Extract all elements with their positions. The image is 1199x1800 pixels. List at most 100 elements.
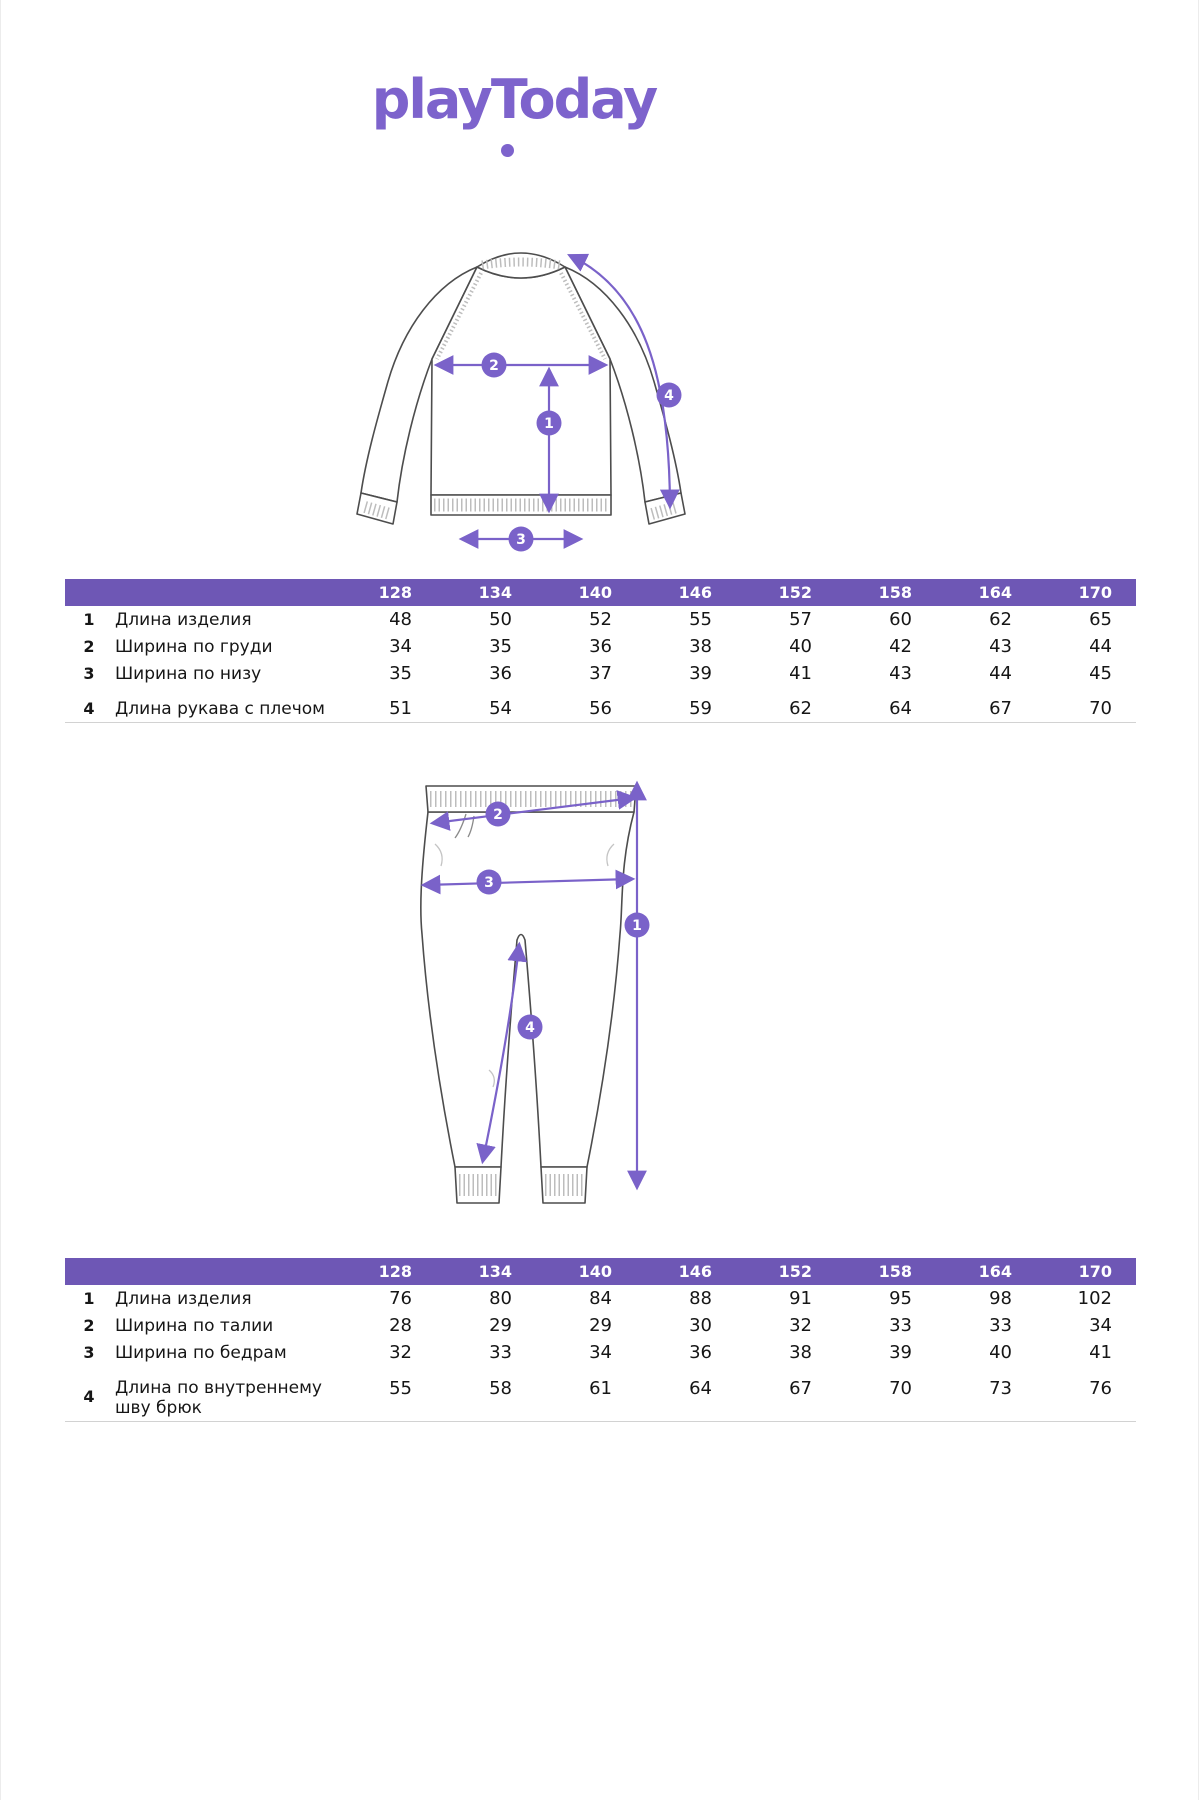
waist-width-arrow	[429, 790, 638, 831]
size-value: 65	[1089, 609, 1112, 630]
size-value: 73	[989, 1378, 1012, 1399]
sweatshirt-collar	[476, 252, 566, 279]
size-value: 76	[1089, 1378, 1112, 1399]
size-value: 70	[1089, 698, 1112, 719]
size-header: 128	[336, 1258, 436, 1285]
size-value: 29	[589, 1315, 612, 1336]
pants-size-table: 128 134 140 146 152 158 164 170 1 Длина …	[65, 1258, 1136, 1422]
size-value: 39	[889, 1342, 912, 1363]
size-header: 146	[636, 579, 736, 606]
size-value: 91	[789, 1288, 812, 1309]
size-value: 29	[489, 1315, 512, 1336]
marker-label-1: 1	[632, 918, 642, 934]
marker-circle-3	[476, 869, 502, 895]
size-header: 164	[936, 1258, 1036, 1285]
sleeve-length-arrow	[567, 253, 680, 510]
pants-measure-arrows	[420, 780, 647, 1191]
size-value: 34	[1089, 1315, 1112, 1336]
size-header: 164	[936, 579, 1036, 606]
size-value: 95	[889, 1288, 912, 1309]
row-number: 4	[83, 1387, 95, 1406]
size-header: 170	[1036, 1258, 1136, 1285]
pants-outline	[420, 785, 637, 1204]
marker-label-4: 4	[525, 1020, 535, 1036]
brand-logo-dot	[501, 144, 514, 157]
size-value: 52	[589, 609, 612, 630]
size-header: 158	[836, 579, 936, 606]
size-value: 36	[489, 663, 512, 684]
size-value: 51	[389, 698, 412, 719]
size-value: 61	[589, 1378, 612, 1399]
size-value: 48	[389, 609, 412, 630]
size-value: 39	[689, 663, 712, 684]
size-header-row: 128 134 140 146 152 158 164 170	[65, 1258, 1136, 1285]
marker-label-4: 4	[664, 388, 674, 404]
size-value: 55	[389, 1378, 412, 1399]
size-value: 54	[489, 698, 512, 719]
marker-label-3: 3	[516, 532, 526, 548]
hip-width-arrow	[420, 869, 636, 895]
size-header: 158	[836, 1258, 936, 1285]
pants-diagram: 2 3 1 4	[371, 772, 671, 1224]
size-value: 70	[889, 1378, 912, 1399]
sweatshirt-size-table: 128 134 140 146 152 158 164 170 1 Длина …	[65, 579, 1136, 723]
size-header: 134	[436, 1258, 536, 1285]
marker-label-3: 3	[484, 875, 494, 891]
row-label: Длина изделия	[115, 1288, 252, 1309]
row-label: Длина изделия	[115, 609, 252, 630]
size-value: 43	[889, 663, 912, 684]
size-value: 40	[989, 1342, 1012, 1363]
sweatshirt-diagram: 2 1 3 4	[331, 243, 711, 573]
marker-circle-3	[508, 526, 534, 552]
size-value: 88	[689, 1288, 712, 1309]
size-value: 50	[489, 609, 512, 630]
size-value: 58	[489, 1378, 512, 1399]
row-number: 1	[83, 610, 95, 629]
size-value: 33	[889, 1315, 912, 1336]
size-value: 56	[589, 698, 612, 719]
size-header: 128	[336, 579, 436, 606]
row-number: 2	[83, 637, 95, 656]
size-value: 62	[989, 609, 1012, 630]
size-value: 40	[789, 636, 812, 657]
size-header: 170	[1036, 579, 1136, 606]
marker-circle-1	[536, 410, 562, 436]
size-value: 35	[489, 636, 512, 657]
size-value: 32	[789, 1315, 812, 1336]
table-row: 4 Длина рукава с плечом 51 54 56 59 62 6…	[65, 695, 1136, 723]
row-label: Ширина по талии	[115, 1315, 274, 1336]
size-value: 64	[689, 1378, 712, 1399]
marker-label-2: 2	[489, 358, 499, 374]
size-value: 30	[689, 1315, 712, 1336]
table-row: 3 Ширина по низу 35 36 37 39 41 43 44 45	[65, 660, 1136, 687]
row-number: 2	[83, 1316, 95, 1335]
table-row: 2 Ширина по груди 34 35 36 38 40 42 43 4…	[65, 633, 1136, 660]
row-spacer	[65, 687, 1136, 695]
size-value: 59	[689, 698, 712, 719]
size-value: 28	[389, 1315, 412, 1336]
marker-circle-4	[517, 1014, 543, 1040]
row-label: Ширина по низу	[115, 663, 262, 684]
size-value: 43	[989, 636, 1012, 657]
table-row: 1 Длина изделия 48 50 52 55 57 60 62 65	[65, 606, 1136, 633]
size-value: 42	[889, 636, 912, 657]
row-number: 4	[83, 699, 95, 718]
size-header-row: 128 134 140 146 152 158 164 170	[65, 579, 1136, 606]
size-header: 134	[436, 579, 536, 606]
marker-circle-2	[481, 352, 507, 378]
row-spacer	[65, 1366, 1136, 1374]
row-number: 1	[83, 1289, 95, 1308]
size-value: 60	[889, 609, 912, 630]
brand-logo-text: playToday	[371, 68, 659, 131]
marker-circle-1	[624, 912, 650, 938]
size-value: 44	[1089, 636, 1112, 657]
size-value: 102	[1077, 1288, 1112, 1309]
size-value: 32	[389, 1342, 412, 1363]
header-spacer	[65, 579, 336, 606]
size-value: 41	[789, 663, 812, 684]
brand-logo: playToday	[349, 68, 679, 157]
sweatshirt-markers: 2 1 3 4	[481, 352, 682, 552]
size-value: 36	[689, 1342, 712, 1363]
size-value: 45	[1089, 663, 1112, 684]
row-label: Ширина по груди	[115, 636, 273, 657]
